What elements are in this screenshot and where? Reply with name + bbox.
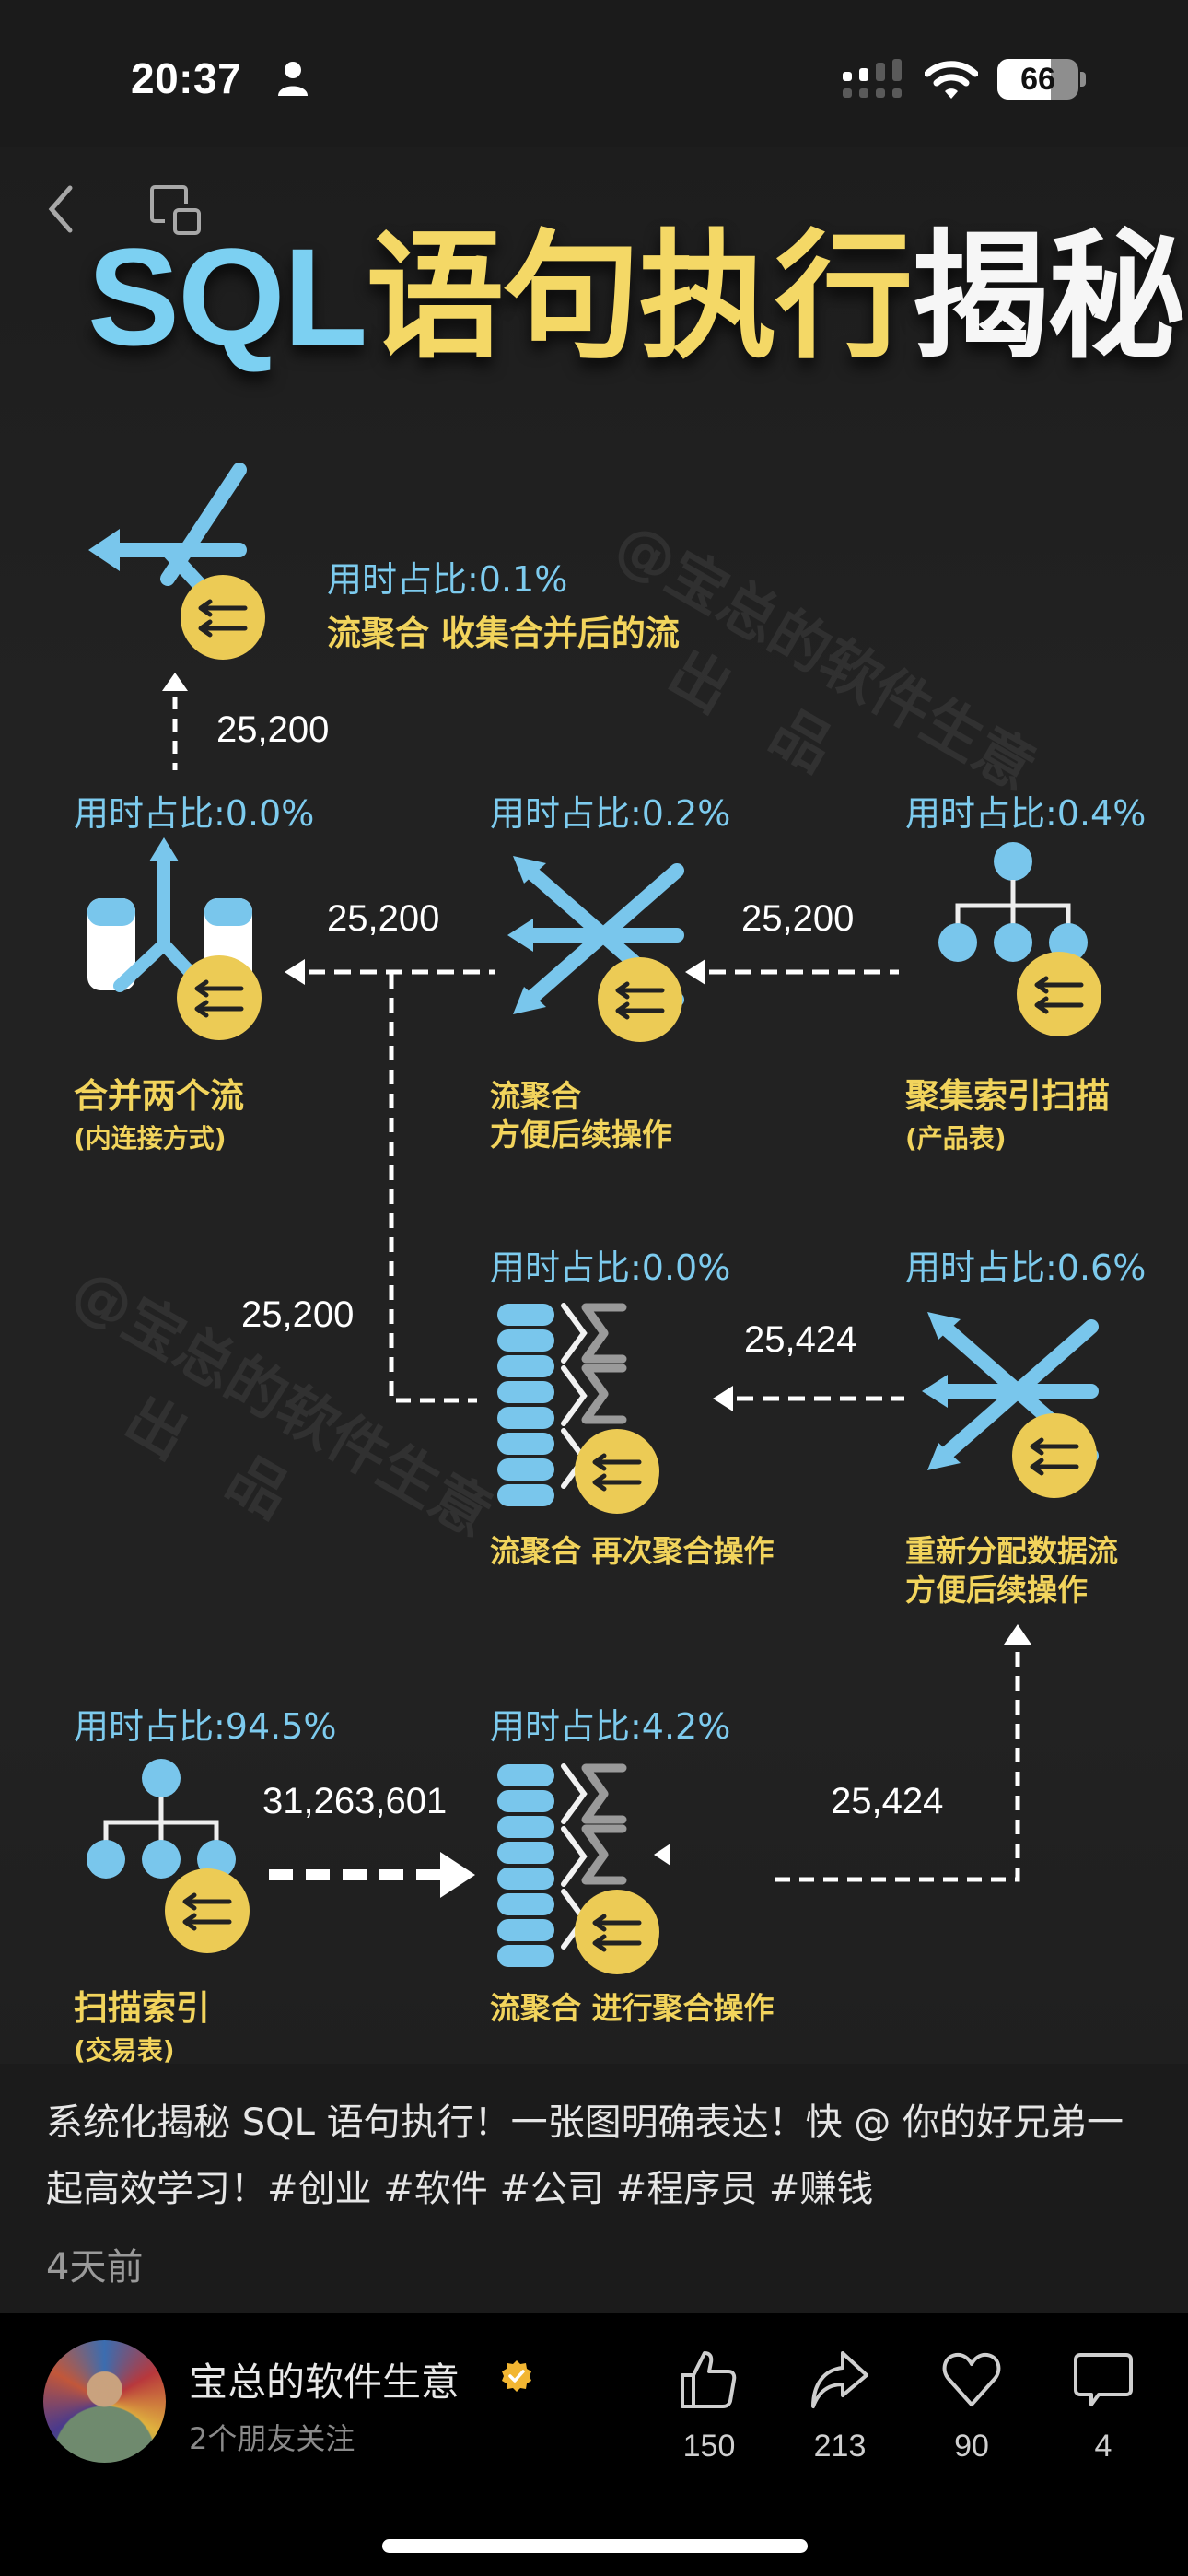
like-count: 150 bbox=[682, 2429, 736, 2464]
like-button[interactable]: 150 bbox=[654, 2348, 764, 2465]
repartition-streams-icon bbox=[916, 1290, 1119, 1506]
share-button[interactable]: 213 bbox=[785, 2348, 895, 2465]
row-count: 25,200 bbox=[327, 898, 440, 939]
post-time: 4天前 bbox=[46, 2246, 144, 2289]
row-count: 25,424 bbox=[831, 1781, 944, 1821]
author-name[interactable]: 宝总的软件生意 bbox=[189, 2359, 460, 2405]
row-count: 25,424 bbox=[744, 1319, 857, 1360]
verified-badge-icon bbox=[502, 2360, 531, 2392]
node-subtitle: (交易表) bbox=[74, 2035, 175, 2066]
cellular-signal-icon bbox=[843, 59, 902, 98]
flow-arrow-up bbox=[162, 673, 188, 770]
multi-device-icon[interactable] bbox=[149, 184, 204, 236]
row-count: 25,200 bbox=[741, 898, 855, 939]
node-name: 扫描索引 bbox=[74, 1988, 210, 2028]
post-image[interactable] bbox=[0, 147, 1188, 2064]
comment-count: 4 bbox=[1094, 2429, 1112, 2464]
title-mid: 语句执行 bbox=[366, 219, 913, 374]
flow-arrow-left bbox=[713, 1386, 904, 1411]
thumbs-up-icon bbox=[681, 2351, 737, 2408]
row-count: 25,200 bbox=[241, 1294, 355, 1335]
flow-arrow-left bbox=[285, 959, 495, 985]
title-sql: SQL bbox=[87, 219, 367, 374]
stream-aggregate-icon bbox=[488, 1294, 691, 1516]
status-time: 20:37 bbox=[131, 54, 242, 102]
node-time-pct: 用时占比:0.1% bbox=[327, 559, 568, 600]
node-time-pct: 用时占比:0.0% bbox=[74, 793, 315, 834]
node-name: 聚集索引扫描 bbox=[905, 1076, 1110, 1116]
node-name: 流聚合 进行聚合操作 bbox=[490, 1990, 775, 2026]
node-time-pct: 用时占比:4.2% bbox=[490, 1706, 731, 1747]
comment-button[interactable]: 4 bbox=[1048, 2348, 1159, 2465]
node-subtitle: (产品表) bbox=[905, 1123, 1007, 1153]
clustered-index-scan-icon bbox=[916, 834, 1110, 1050]
node-time-pct: 用时占比:0.2% bbox=[490, 793, 731, 834]
battery-level: 66 bbox=[1020, 61, 1055, 97]
battery-nub bbox=[1080, 72, 1086, 87]
poster-title: SQL语句执行揭秘 bbox=[87, 214, 1185, 380]
node-subtitle: (内连接方式) bbox=[74, 1123, 227, 1153]
node-subtitle: 方便后续操作 bbox=[905, 1572, 1088, 1608]
chevron-left-icon[interactable] bbox=[44, 184, 77, 234]
node-time-pct: 用时占比:0.6% bbox=[905, 1247, 1147, 1288]
node-time-pct: 用时占比:0.0% bbox=[490, 1247, 731, 1288]
node-name: 合并两个流 bbox=[74, 1076, 244, 1116]
home-indicator[interactable] bbox=[382, 2539, 808, 2553]
node-name: 流聚合 bbox=[490, 1078, 581, 1114]
person-icon bbox=[278, 62, 308, 96]
row-count: 25,200 bbox=[216, 709, 330, 750]
stream-aggregate-icon bbox=[488, 1755, 670, 1976]
heart-icon bbox=[942, 2352, 1001, 2406]
node-time-pct: 用时占比:0.4% bbox=[905, 793, 1147, 834]
flow-arrow-up bbox=[775, 1624, 1031, 1882]
post-caption: 系统化揭秘 SQL 语句执行！一张图明确表达！快 @ 你的好兄弟一起高效学习！#… bbox=[46, 2102, 1124, 2210]
followers-count: 2个朋友关注 bbox=[189, 2421, 355, 2456]
flow-arrow-left bbox=[685, 959, 899, 985]
node-subtitle: 方便后续操作 bbox=[490, 1117, 672, 1153]
avatar[interactable] bbox=[43, 2340, 166, 2463]
battery-indicator: 66 bbox=[997, 59, 1078, 100]
wifi-icon bbox=[925, 61, 978, 99]
flow-arrow-right bbox=[269, 1852, 475, 1898]
share-count: 213 bbox=[813, 2429, 867, 2464]
stream-aggregate-icon bbox=[502, 834, 705, 1050]
title-end: 揭秘 bbox=[911, 219, 1185, 374]
comment-icon bbox=[1074, 2353, 1133, 2406]
flow-connector bbox=[389, 974, 477, 1403]
merge-join-icon bbox=[87, 837, 267, 1050]
favorite-button[interactable]: 90 bbox=[916, 2348, 1027, 2465]
index-scan-icon bbox=[64, 1751, 258, 1967]
favorite-count: 90 bbox=[954, 2429, 989, 2464]
stream-aggregate-icon bbox=[88, 463, 276, 663]
node-name: 流聚合 收集合并后的流 bbox=[327, 614, 680, 653]
row-count: 31,263,601 bbox=[262, 1781, 448, 1821]
node-name: 重新分配数据流 bbox=[905, 1533, 1118, 1569]
node-time-pct: 用时占比:94.5% bbox=[74, 1706, 337, 1747]
node-name: 流聚合 再次聚合操作 bbox=[490, 1533, 775, 1569]
share-icon bbox=[811, 2351, 868, 2408]
